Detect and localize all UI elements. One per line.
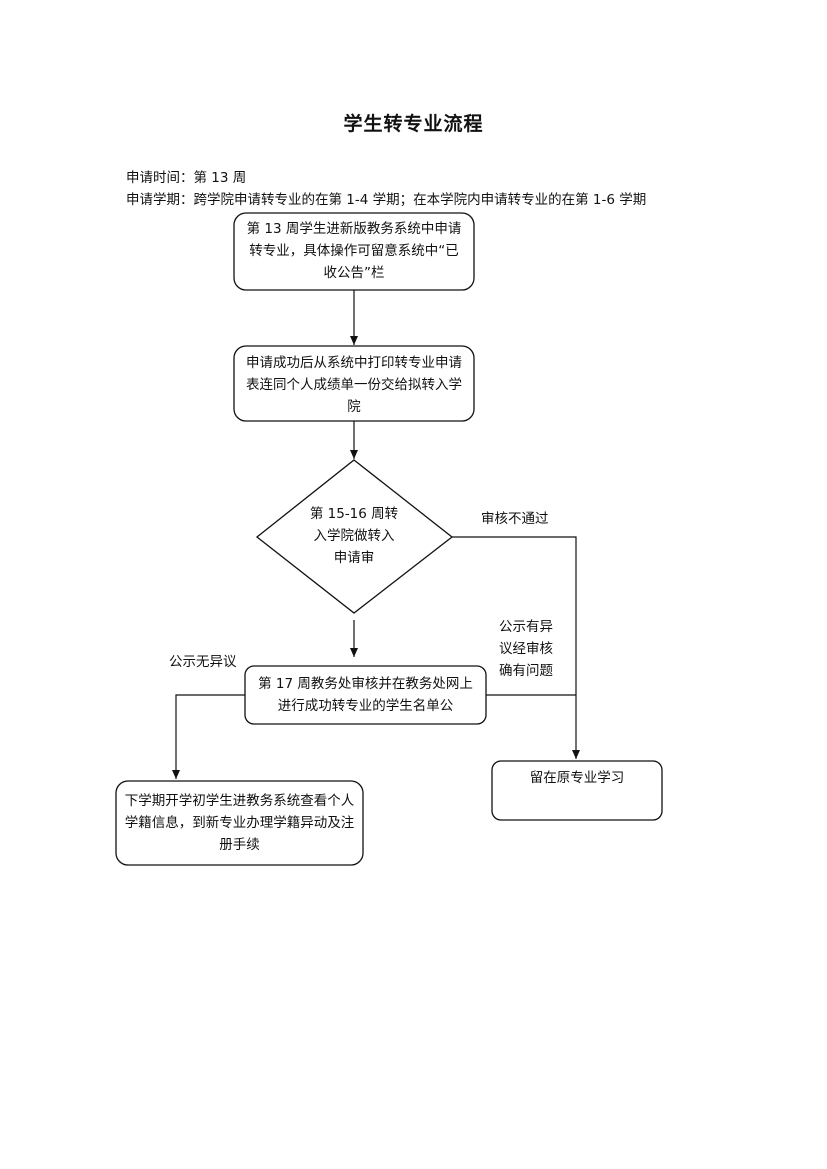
reject-label: 审核不通过 [481, 511, 549, 527]
decision-text: 第 15-16 周转入学院做转入申请审 [309, 506, 399, 566]
no-objection-label: 公示无异议 [169, 654, 237, 670]
step4-box [115, 780, 364, 866]
step4-text: 下学期开学初学生进教务系统查看个人学籍信息，到新专业办理学籍异动及注册手续 [124, 793, 355, 853]
step2-text: 申请成功后从系统中打印转专业申请表连同个人成绩单一份交给拟转入学院 [246, 355, 462, 415]
objection-label: 公示有异议经审核确有问题 [499, 619, 553, 679]
application-time: 申请时间：第 13 周 [126, 170, 247, 186]
step1-text: 第 13 周学生进新版教务系统中申请转专业，具体操作可留意系统中“已收公告”栏 [246, 221, 462, 281]
arrow-reject-to-stay [452, 536, 580, 759]
stay-text: 留在原专业学习 [529, 770, 625, 786]
step3-text: 第 17 周教务处审核并在教务处网上进行成功转专业的学生名单公 [258, 676, 473, 714]
stay-box [491, 760, 663, 821]
application-term: 申请学期：跨学院申请转专业的在第 1-4 学期；在本学院内申请转专业的在第 1-… [126, 192, 647, 208]
arrow-step3-to-step4 [172, 694, 245, 779]
decision-diamond [255, 459, 454, 614]
page-title: 学生转专业流程 [343, 113, 484, 135]
